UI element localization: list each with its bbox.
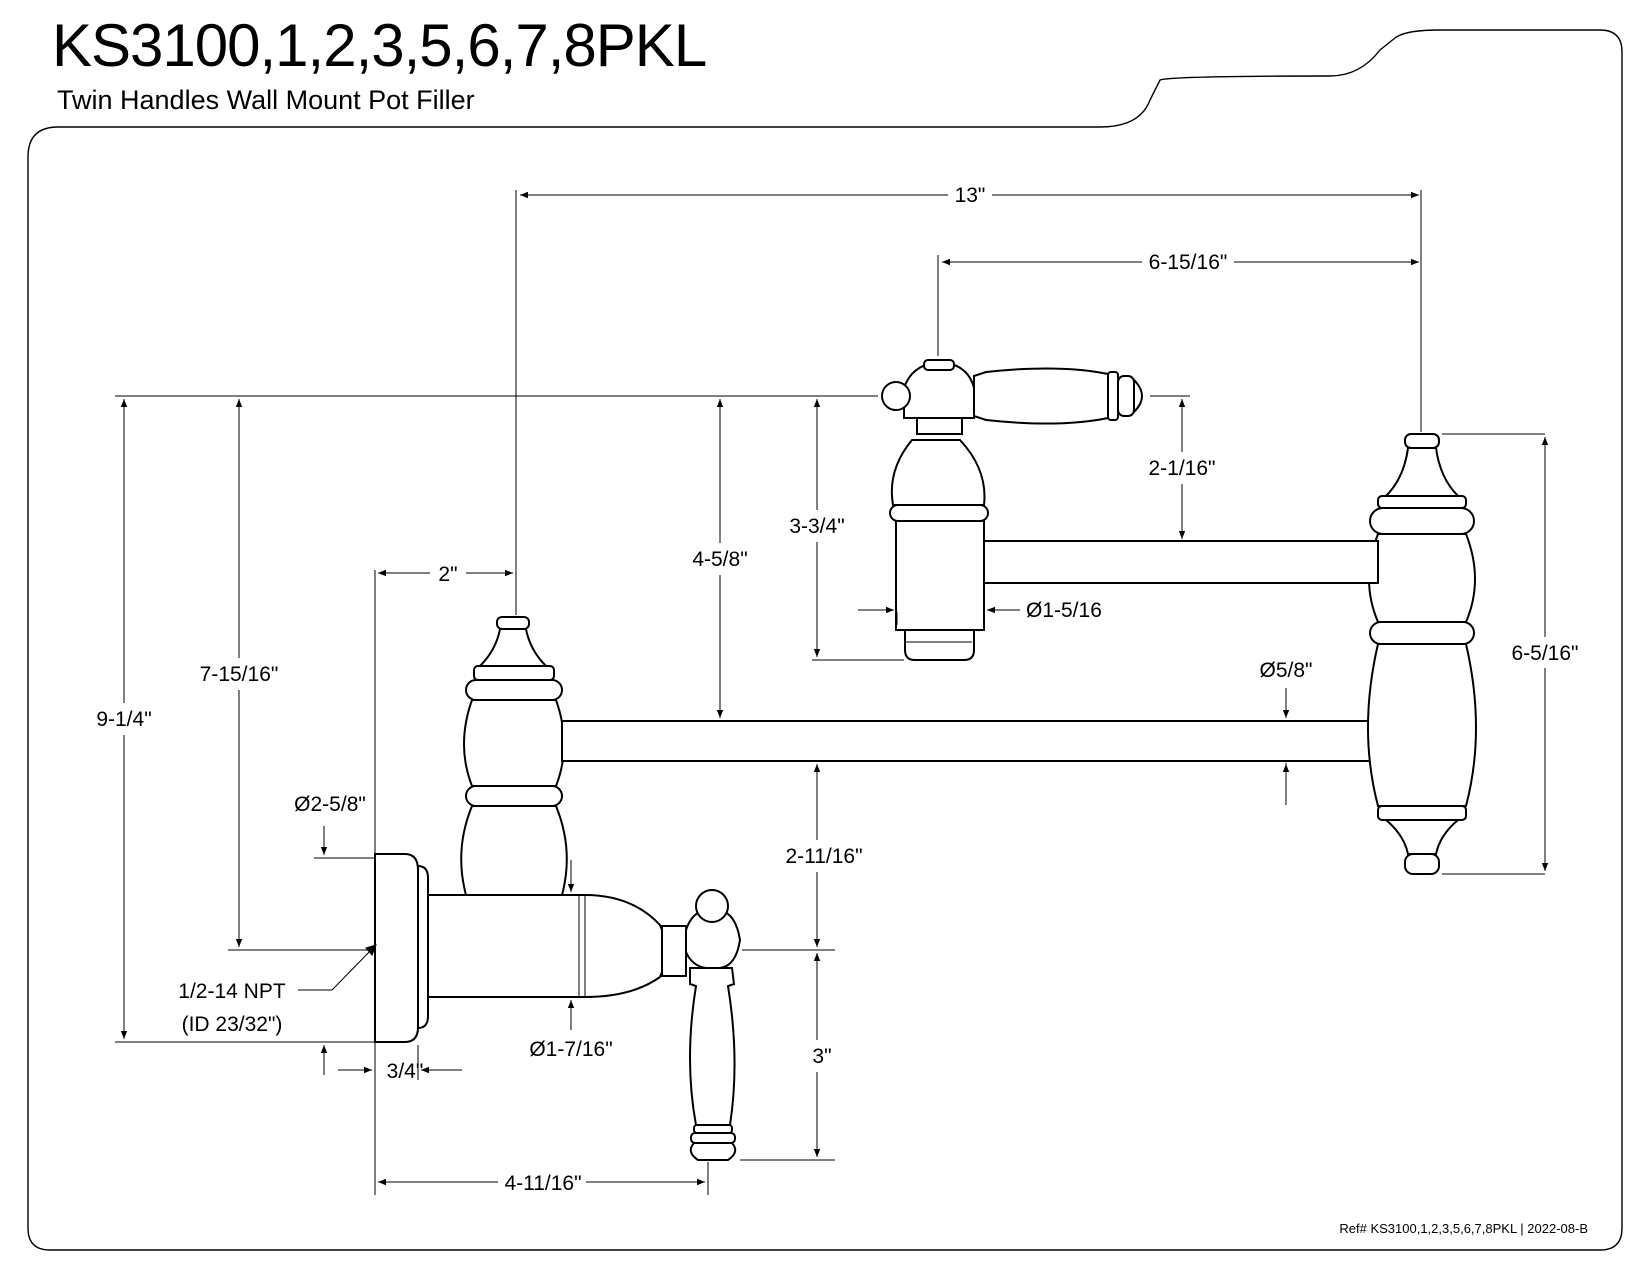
faucet-outline: [374, 359, 1477, 1161]
reference-note: Ref# KS3100,1,2,3,5,6,7,8PKL | 2022-08-B: [1339, 1221, 1588, 1236]
dim-lower-arm-to-valve: 2-11/16": [785, 845, 862, 868]
dim-upper-valve-height: 3-3/4": [789, 515, 844, 538]
dim-flange-depth: 3/4": [387, 1060, 424, 1083]
dim-lever-reach: 4-11/16": [504, 1172, 581, 1195]
dim-thread-npt: 1/2-14 NPT: [178, 980, 286, 1003]
dim-body-dia: Ø1-7/16": [529, 1038, 612, 1061]
dim-upper-body-dia: Ø1-5/16: [1026, 599, 1102, 622]
dim-lower-arm-height: 4-5/8": [692, 548, 747, 571]
dim-arm-dia: Ø5/8": [1260, 659, 1313, 682]
dim-total-height: 9-1/4": [96, 708, 151, 731]
dim-overall-width: 13": [955, 184, 986, 207]
extension-lines: [115, 190, 1545, 1195]
dim-spout-to-lever: 6-15/16": [1149, 251, 1228, 274]
dim-upper-arm-offset: 2-1/16": [1149, 457, 1216, 480]
dim-valve-height: 7-15/16": [200, 663, 279, 686]
dimension-labels: 13" 6-15/16" 9-1/4" 7-15/16" 4-5/8" 3-3/…: [96, 184, 1578, 1195]
dim-swivel-height: 6-5/16": [1512, 642, 1579, 665]
dimension-lines: [120, 191, 1549, 1186]
dim-wall-offset: 2": [438, 563, 457, 586]
dim-lever-drop: 3": [812, 1045, 831, 1068]
dim-thread-id: (ID 23/32"): [182, 1013, 283, 1036]
drawing-frame: [27, 29, 1623, 1251]
page-title: KS3100,1,2,3,5,6,7,8PKL: [52, 12, 707, 79]
page-subtitle: Twin Handles Wall Mount Pot Filler: [57, 85, 475, 115]
dim-flange-dia: Ø2-5/8": [294, 793, 366, 816]
